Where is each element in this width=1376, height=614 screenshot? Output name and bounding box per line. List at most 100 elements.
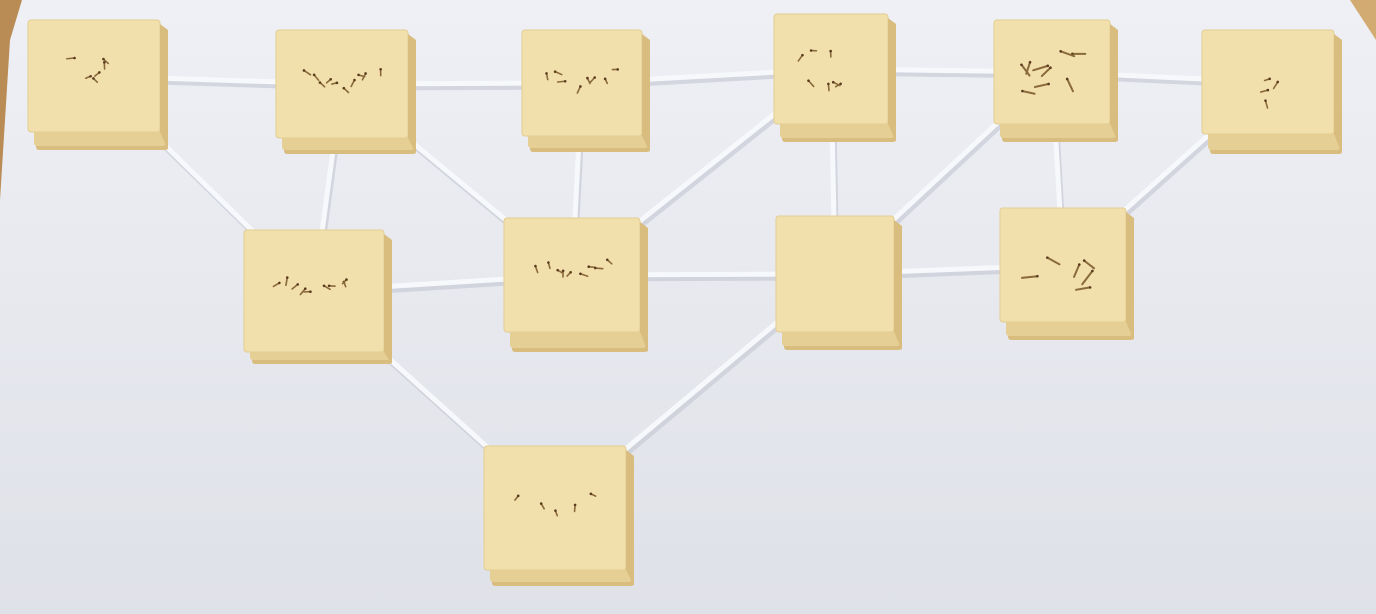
foam-block-r1-5 [993, 19, 1118, 142]
foam-top-face [243, 229, 385, 353]
pin-head [831, 80, 835, 84]
pin [1046, 256, 1061, 266]
pin-head [1036, 274, 1039, 278]
pin-head [103, 61, 106, 64]
foam-top-face [275, 29, 409, 139]
pin-head [593, 266, 597, 270]
pin-head [1077, 263, 1081, 266]
pin-head [1059, 50, 1062, 53]
pin [1020, 275, 1039, 279]
pin [1074, 286, 1092, 291]
pin [1066, 77, 1075, 93]
pin-head [322, 284, 326, 288]
pin [1081, 269, 1094, 286]
foam-block-r1-2 [275, 29, 416, 154]
pin-head [573, 503, 577, 507]
foam-side-face [1110, 24, 1118, 142]
pin-head [547, 261, 550, 264]
pin-head [318, 81, 322, 84]
pin-head [545, 72, 548, 75]
foam-top-face [503, 217, 641, 333]
pin-head [1047, 82, 1050, 86]
pin-head [603, 77, 607, 81]
pin-head [1021, 89, 1024, 93]
pin-head [329, 78, 333, 81]
pin-head [98, 71, 101, 74]
pin-head [1091, 269, 1094, 273]
pin-head [586, 76, 589, 80]
pin-head [1266, 88, 1270, 92]
pin-head [92, 77, 95, 80]
pin [65, 57, 76, 60]
pin-head [327, 284, 331, 288]
pin-head [353, 78, 356, 82]
foam-top-face [773, 13, 889, 125]
pin-head [556, 268, 559, 272]
pin-head [554, 509, 557, 512]
pin-head [1065, 77, 1069, 81]
foam-block-r1-1 [27, 19, 168, 150]
pin-head [345, 278, 348, 281]
foam-side-face [894, 220, 902, 350]
pin-head [807, 79, 810, 83]
foam-block-r2-3 [775, 215, 902, 350]
pin-head [335, 81, 339, 85]
foam-side-face [384, 234, 392, 364]
pin [1032, 64, 1049, 72]
pin [1020, 63, 1031, 77]
pin [1083, 259, 1096, 270]
foam-side-face [642, 34, 650, 152]
foam-top-face [521, 29, 643, 137]
pin-head [561, 269, 565, 273]
pin-head [1020, 63, 1023, 67]
pin-head [303, 287, 307, 290]
foam-side-face [160, 24, 168, 150]
pin-head [309, 290, 312, 293]
pin-head [587, 265, 591, 269]
pin [303, 69, 312, 76]
foam-side-face [1334, 34, 1342, 154]
pin-head [809, 49, 813, 52]
pin-head [827, 82, 830, 86]
foam-side-face [640, 222, 648, 352]
pin-head [73, 56, 76, 60]
pin-head [579, 272, 582, 276]
pin [1033, 82, 1050, 88]
pin [285, 276, 289, 287]
pin-head [616, 68, 619, 71]
foam-side-face [408, 34, 416, 154]
foam-block-r1-4 [773, 13, 896, 142]
pin-head [1264, 99, 1267, 102]
pin-head [605, 258, 609, 262]
pin-head [563, 79, 567, 83]
pin-head [285, 276, 289, 279]
pin-head [829, 49, 832, 53]
pin [1021, 90, 1036, 95]
pin-head [1276, 80, 1280, 84]
foam-block-r3-1 [483, 445, 634, 586]
foam-block-r1-6 [1201, 29, 1342, 154]
foam-block-r2-1 [243, 229, 392, 364]
pin-head [1046, 256, 1049, 259]
foam-top-face [27, 19, 161, 133]
foam-block-r2-2 [503, 217, 648, 352]
pin-head [342, 86, 346, 90]
pin-head [278, 281, 281, 285]
pin [1040, 66, 1052, 78]
pin-head [1046, 64, 1050, 68]
pin-head [589, 492, 593, 496]
pin [1073, 263, 1081, 278]
foam-side-face [1126, 212, 1134, 340]
pin-head [312, 73, 316, 77]
pin-head [516, 494, 520, 498]
pin-head [839, 82, 842, 86]
pin [1025, 61, 1032, 75]
foam-nodes [27, 13, 1342, 586]
pin-head [553, 70, 557, 73]
pin-head [102, 57, 105, 61]
pin-head [569, 270, 572, 274]
pin-head [302, 69, 306, 72]
pin-head [1082, 259, 1086, 262]
foam-top-face [483, 445, 627, 571]
